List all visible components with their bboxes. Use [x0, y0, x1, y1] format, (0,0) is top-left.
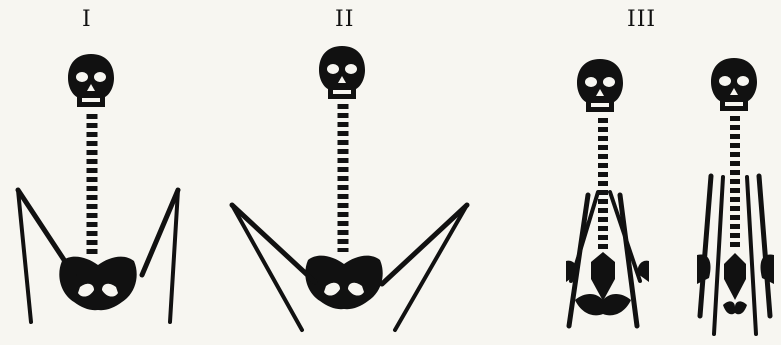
sacrum-icon	[591, 252, 615, 301]
pelvis-icon	[59, 257, 136, 311]
sacrum-icon	[724, 253, 746, 300]
skull-icon	[577, 59, 623, 112]
right-limb-icon	[759, 176, 770, 316]
skull-icon	[319, 46, 365, 99]
left-hip-icon	[697, 254, 711, 284]
left-bone-icon	[714, 177, 723, 334]
skull-icon	[68, 54, 114, 107]
right-limb-icon	[395, 205, 467, 330]
skull-icon	[711, 58, 757, 111]
left-limb-icon	[232, 205, 302, 330]
right-bone-icon	[382, 205, 467, 284]
skeleton-iii-left	[566, 59, 649, 326]
right-hip-icon	[761, 254, 775, 284]
right-bone-icon	[747, 177, 756, 334]
left-bone-icon	[232, 205, 315, 282]
skeleton-i	[18, 54, 178, 322]
left-limb-icon	[700, 176, 711, 316]
skeleton-iii-right	[697, 58, 774, 334]
skeleton-ii	[232, 46, 467, 330]
lower-pelvis-icon	[723, 301, 747, 314]
